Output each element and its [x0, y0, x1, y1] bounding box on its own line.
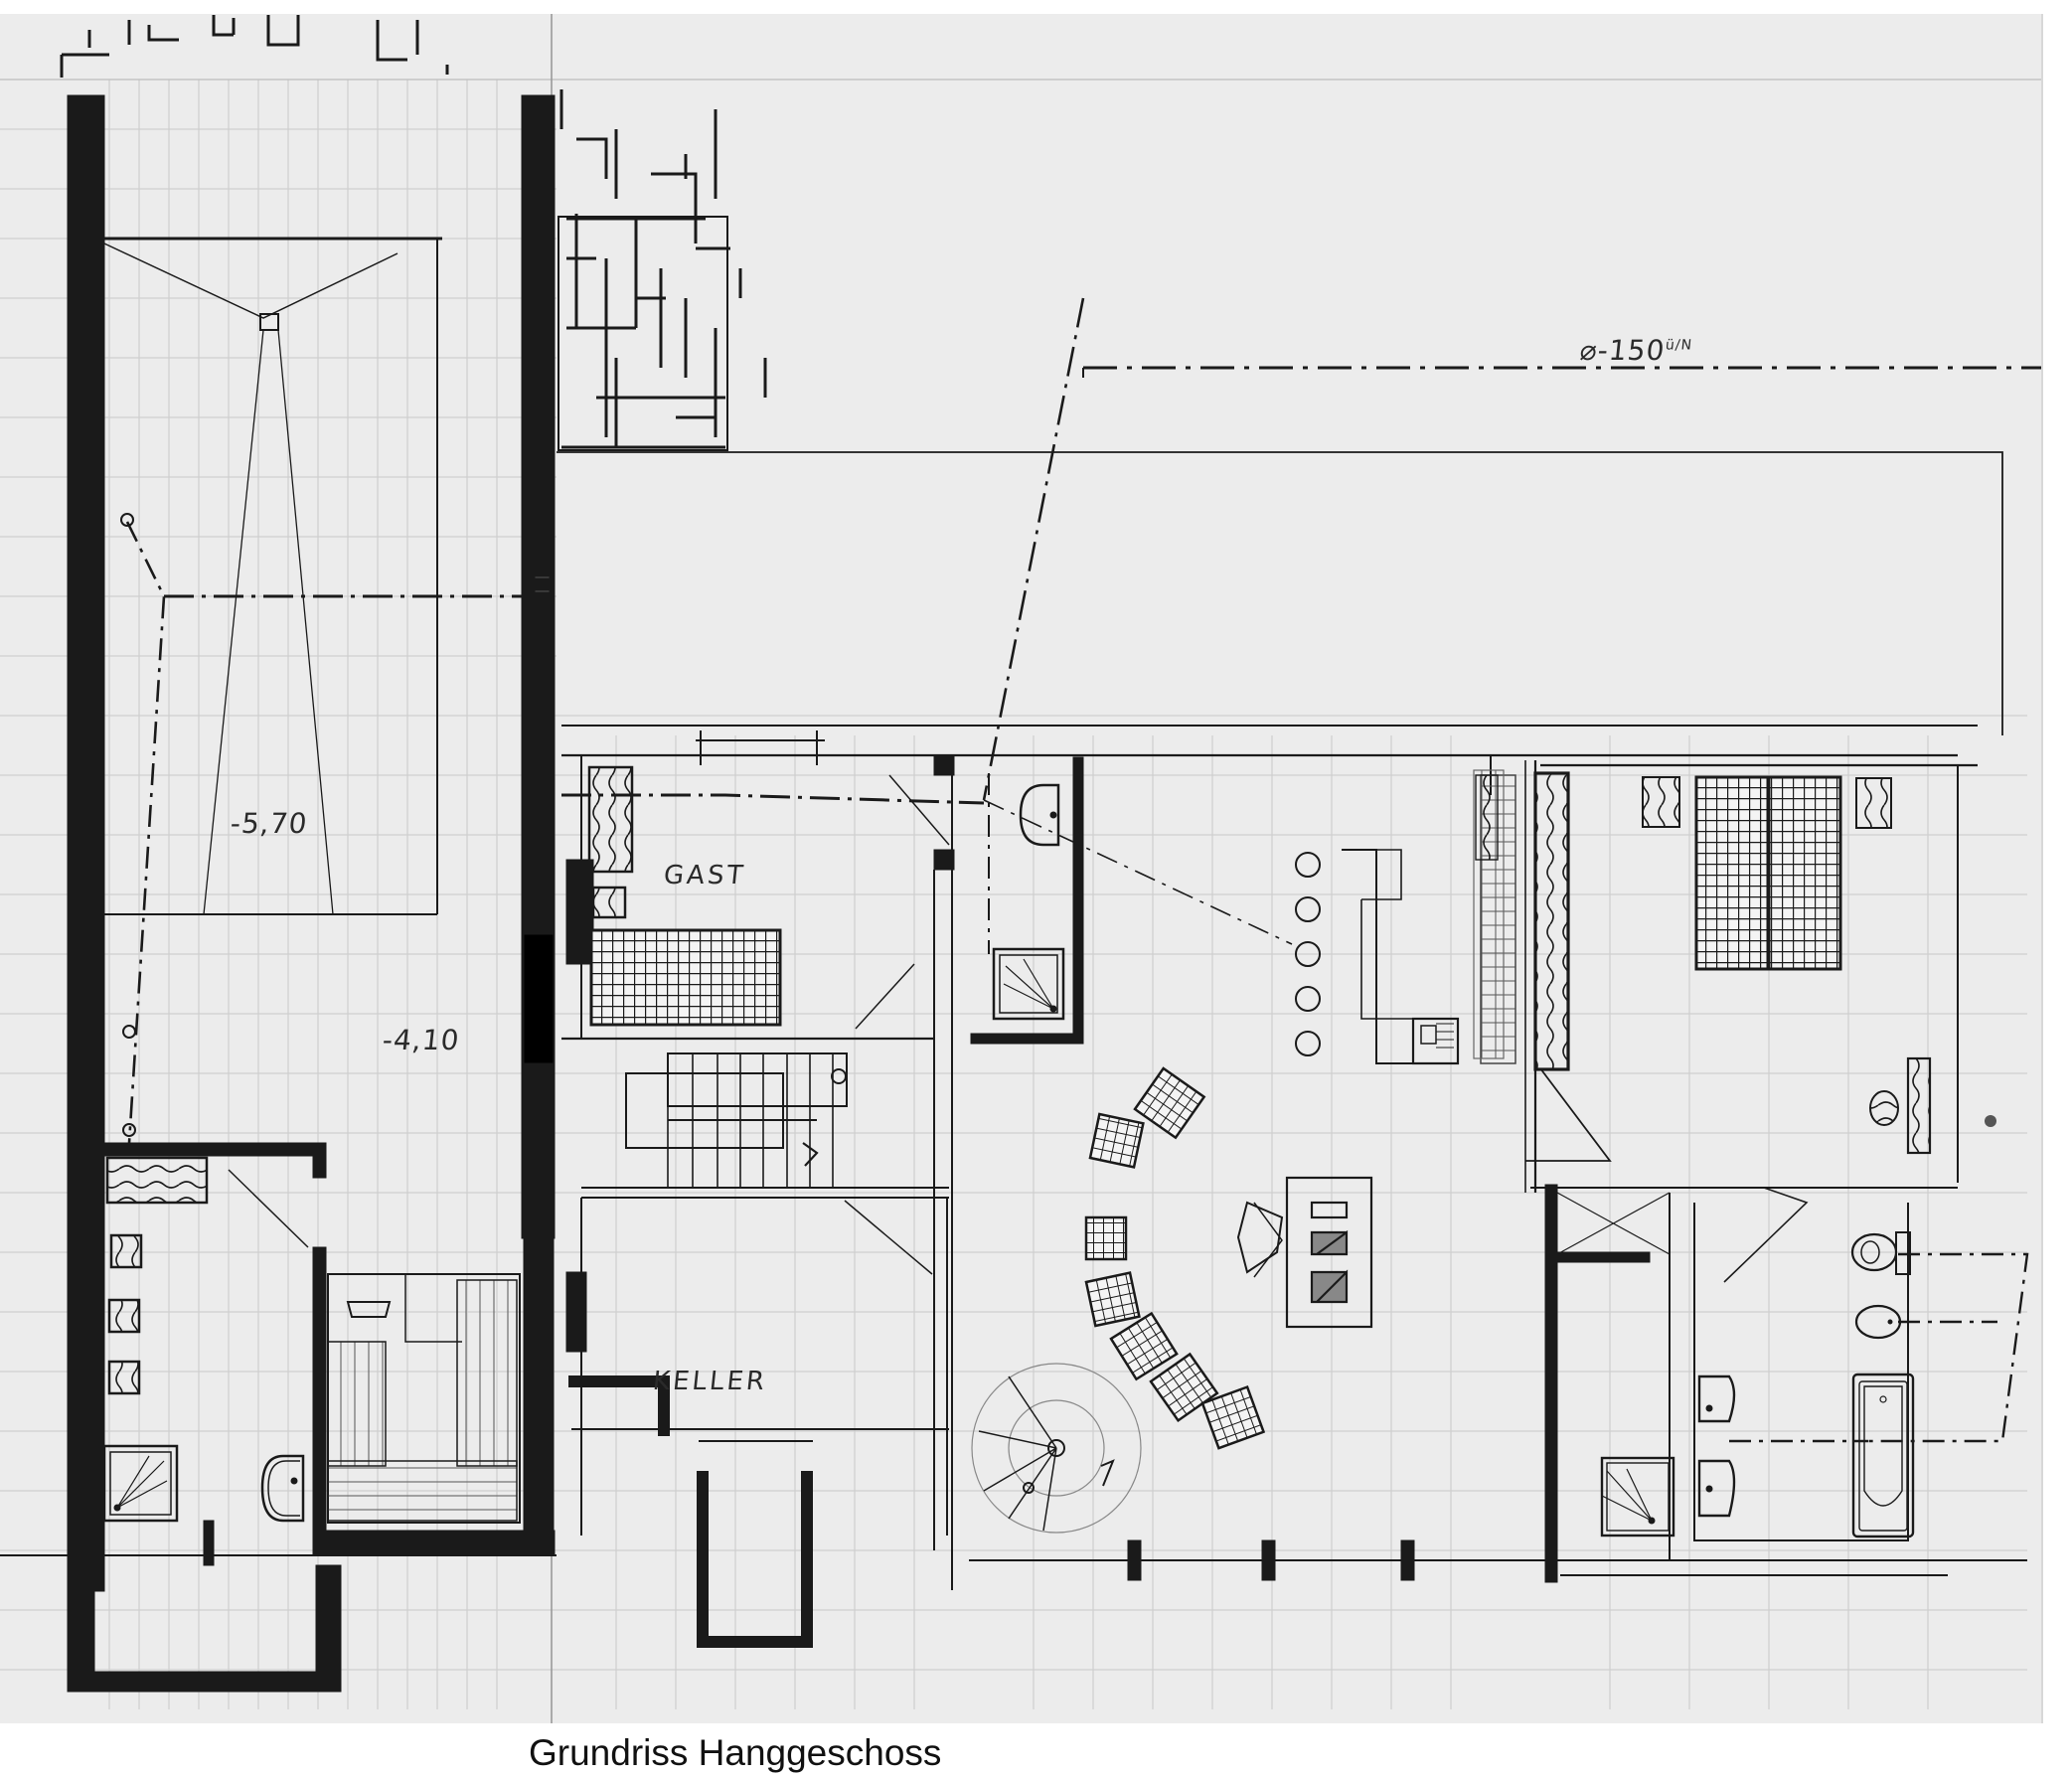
pipe-diameter-value: ⌀-150 — [1578, 334, 1668, 367]
pipe-diameter-label: ⌀-150ü/N — [1578, 334, 1693, 367]
upper-floor-outline — [557, 366, 2042, 735]
stool-icon — [1295, 986, 1321, 1012]
double-bed-right — [1767, 775, 1842, 971]
nightstand-icon — [1855, 777, 1892, 829]
chair-icon — [1869, 1090, 1899, 1126]
central-core — [561, 297, 1978, 1648]
bedroom — [1473, 760, 1996, 1193]
stool-icon — [1295, 1031, 1321, 1056]
double-bed-left — [1694, 775, 1770, 971]
party-wall — [521, 94, 556, 1239]
sofa-segment-icon — [1200, 1384, 1266, 1450]
spiral-staircase — [971, 1363, 1142, 1534]
sofa-segment-icon — [1088, 1112, 1145, 1169]
pipe-level-suffix: ü/N — [1665, 337, 1693, 354]
toilet-icon — [1850, 1231, 1911, 1275]
washbasin-icon — [1697, 1459, 1736, 1518]
outer-wall-left — [67, 94, 105, 1592]
sofa-segment-icon — [1149, 1352, 1219, 1423]
sofa-segment-icon — [1084, 1215, 1128, 1261]
guest-bathroom — [970, 756, 1084, 1045]
stool-icon — [1295, 896, 1321, 922]
cellar — [565, 1198, 949, 1648]
sofa-segment-icon — [1133, 1066, 1206, 1140]
sofa-segment-icon — [1109, 1311, 1179, 1381]
wardrobe-icon — [1533, 771, 1570, 1071]
room-label-keller: KELLER — [651, 1367, 769, 1396]
bed-icon — [589, 928, 782, 1027]
level-label-light-well: -5,70 — [229, 807, 310, 840]
stool-icon — [1295, 941, 1321, 967]
bathtub-icon — [1851, 1373, 1915, 1538]
neighbor-building-sketch — [60, 15, 767, 451]
living-area — [969, 1066, 2027, 1581]
stool-icon — [1295, 852, 1321, 878]
dining-table — [1285, 1176, 1373, 1329]
bench-icon — [105, 1156, 209, 1205]
shower-tray-icon — [102, 1444, 179, 1523]
sink-icon — [1411, 1017, 1460, 1065]
staircase — [581, 1052, 949, 1199]
wardrobe-icon — [587, 765, 634, 874]
light-well — [67, 94, 556, 1592]
sauna-wing — [0, 1142, 557, 1693]
room-label-gast: GAST — [662, 861, 747, 890]
drawing-caption: Grundriss Hanggeschoss — [529, 1732, 942, 1773]
shower-tray-icon — [992, 947, 1065, 1021]
sofa-segment-icon — [1084, 1271, 1141, 1328]
master-bathroom — [1530, 1184, 2029, 1583]
bidet-icon — [1854, 1304, 1902, 1340]
washbasin-icon — [260, 1454, 305, 1523]
shower-tray-icon — [1600, 1456, 1675, 1537]
washbasin-icon — [1697, 1375, 1736, 1423]
washbasin-icon — [1019, 783, 1060, 847]
nightstand-icon — [1642, 776, 1680, 828]
sauna-cabin — [327, 1273, 521, 1524]
level-label-terrace: -4,10 — [381, 1024, 462, 1056]
